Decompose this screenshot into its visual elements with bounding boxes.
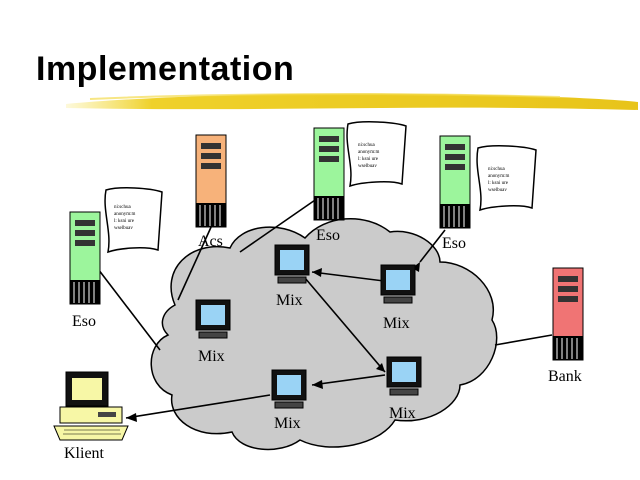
label-bank: Bank [548,368,582,385]
arrow-mix-mix-low [311,374,386,386]
line-acs-cloud [177,224,213,301]
svg-text:anonym:m: anonym:m [358,150,379,155]
note-scroll-2: ni:schua anonym:m l: ksni ure wselbuav [346,121,407,188]
line-bank-cloud [494,334,553,346]
svg-text:wselbuav: wselbuav [114,226,133,231]
label-eso-right: Eso [442,235,466,252]
label-eso-top: Eso [316,227,340,244]
arrow-mix-klient [125,394,271,419]
svg-text:l: ksni ure: l: ksni ure [488,181,509,186]
svg-text:wselbuav: wselbuav [358,164,377,169]
slide-title: Implementation [36,50,295,88]
server-eso-top [313,127,345,221]
server-bank [552,267,584,361]
svg-text:l: ksni ure: l: ksni ure [114,219,135,224]
label-acs: Acs [198,233,223,250]
svg-text:ni:schua: ni:schua [114,205,131,210]
svg-text:wselbuav: wselbuav [488,188,507,193]
svg-text:ni:schua: ni:schua [488,167,505,172]
note-scroll-3: ni:schua anonym:m l: ksni ure wselbuav [476,145,537,212]
label-mix-1: Mix [276,292,303,309]
label-eso-left: Eso [72,313,96,330]
line-eso-right-mix [419,229,446,263]
title-underline [66,93,638,110]
arrow-heads [126,262,420,422]
label-mix-2: Mix [383,315,410,332]
note-scroll-1: ni:schua anonym:m l: ksni ure wselbuav [104,187,163,254]
server-eso-left [69,211,101,305]
connection-lines [94,197,553,419]
mix-monitor-2 [380,264,416,304]
server-acs [195,134,227,228]
label-klient: Klient [64,445,105,462]
svg-text:ni:schua: ni:schua [358,143,375,148]
svg-text:anonym:m: anonym:m [114,212,135,217]
label-mix-3: Mix [198,348,225,365]
mix-monitor-4 [271,369,307,409]
label-mix-5: Mix [389,405,416,422]
mix-monitor-5 [386,356,422,396]
line-eso-top-cloud [239,197,319,253]
mix-monitor-1 [274,244,310,284]
svg-text:l: ksni ure: l: ksni ure [358,157,379,162]
label-mix-4: Mix [274,415,301,432]
line-eso-left-cloud [94,264,161,351]
mix-monitor-3 [195,299,231,339]
server-eso-right [439,135,471,229]
klient-computer [53,371,129,441]
svg-text:anonym:m: anonym:m [488,174,509,179]
arrow-mix-mix-diag [304,277,386,373]
